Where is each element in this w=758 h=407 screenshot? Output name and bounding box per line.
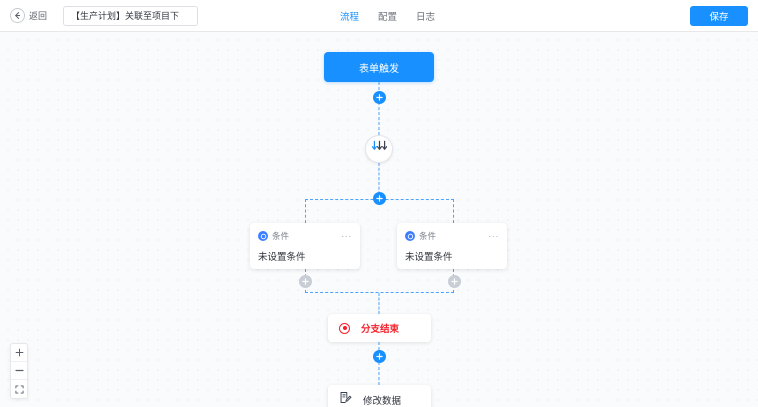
add-branch-node-left[interactable]: [298, 275, 312, 288]
condition-icon: [258, 231, 268, 241]
condition-body: 未设置条件: [405, 252, 453, 263]
condition-icon: [405, 231, 415, 241]
back-label: 返回: [29, 11, 48, 21]
node-form-trigger-label: 表单触发: [359, 63, 399, 75]
condition-menu-button[interactable]: ···: [341, 231, 352, 241]
node-modify-data[interactable]: 修改数据: [328, 385, 431, 407]
flow-title-field[interactable]: [63, 5, 199, 26]
flow-canvas-wrapper[interactable]: 表单触发: [0, 32, 758, 407]
zoom-in-button[interactable]: [11, 344, 27, 362]
arrow-left-circle-icon: [10, 8, 25, 23]
zoom-out-button[interactable]: [11, 362, 27, 380]
condition-header: 条件 ···: [405, 230, 499, 242]
add-node-button-1[interactable]: [372, 91, 386, 104]
flow-diagram: 表单触发: [0, 32, 758, 407]
node-branch-end-label: 分支结束: [361, 324, 400, 335]
condition-header-left: 条件: [405, 230, 436, 242]
zoom-controls: [10, 343, 28, 399]
condition-header: 条件 ···: [258, 230, 352, 242]
condition-header-left: 条件: [258, 230, 289, 242]
node-condition-right[interactable]: 条件 ··· 未设置条件: [397, 223, 507, 269]
flow-title-input[interactable]: [71, 10, 191, 21]
condition-menu-button[interactable]: ···: [488, 231, 499, 241]
edit-document-icon: [339, 391, 352, 407]
header-tabs: 流程 配置 日志: [340, 0, 435, 32]
connector-start-to-branch: [378, 82, 380, 135]
connector-merge-to-end: [378, 293, 380, 314]
add-branch-node-right[interactable]: [447, 275, 461, 288]
node-condition-left[interactable]: 条件 ··· 未设置条件: [250, 223, 360, 269]
branch-merge-bracket-bottom: [305, 269, 454, 293]
tab-process[interactable]: 流程: [340, 12, 360, 23]
tab-logs[interactable]: 日志: [416, 12, 436, 23]
stop-circle-icon: [339, 322, 350, 334]
condition-title: 条件: [419, 231, 437, 241]
fit-screen-icon: [14, 384, 24, 394]
tab-config[interactable]: 配置: [378, 12, 398, 23]
zoom-in-icon: [15, 348, 24, 357]
condition-body: 未设置条件: [258, 252, 306, 263]
zoom-out-icon: [14, 366, 24, 375]
node-branch-end[interactable]: 分支结束: [328, 314, 431, 342]
add-node-button-3[interactable]: [372, 350, 386, 363]
save-button[interactable]: 保存: [690, 6, 748, 26]
node-branch-split[interactable]: [365, 135, 393, 163]
fit-screen-button[interactable]: [11, 380, 27, 398]
node-modify-data-label: 修改数据: [363, 396, 402, 407]
header-left-group: 返回: [10, 5, 199, 26]
branch-arrows-icon: [371, 140, 388, 158]
connector-end-to-action: [378, 342, 380, 385]
condition-title: 条件: [272, 231, 290, 241]
add-node-button-2[interactable]: [372, 192, 386, 205]
back-button[interactable]: 返回: [10, 8, 47, 23]
node-form-trigger[interactable]: 表单触发: [324, 52, 434, 82]
app-header: 返回 流程 配置 日志 保存: [0, 0, 758, 32]
connector-branch-to-split: [378, 163, 380, 199]
